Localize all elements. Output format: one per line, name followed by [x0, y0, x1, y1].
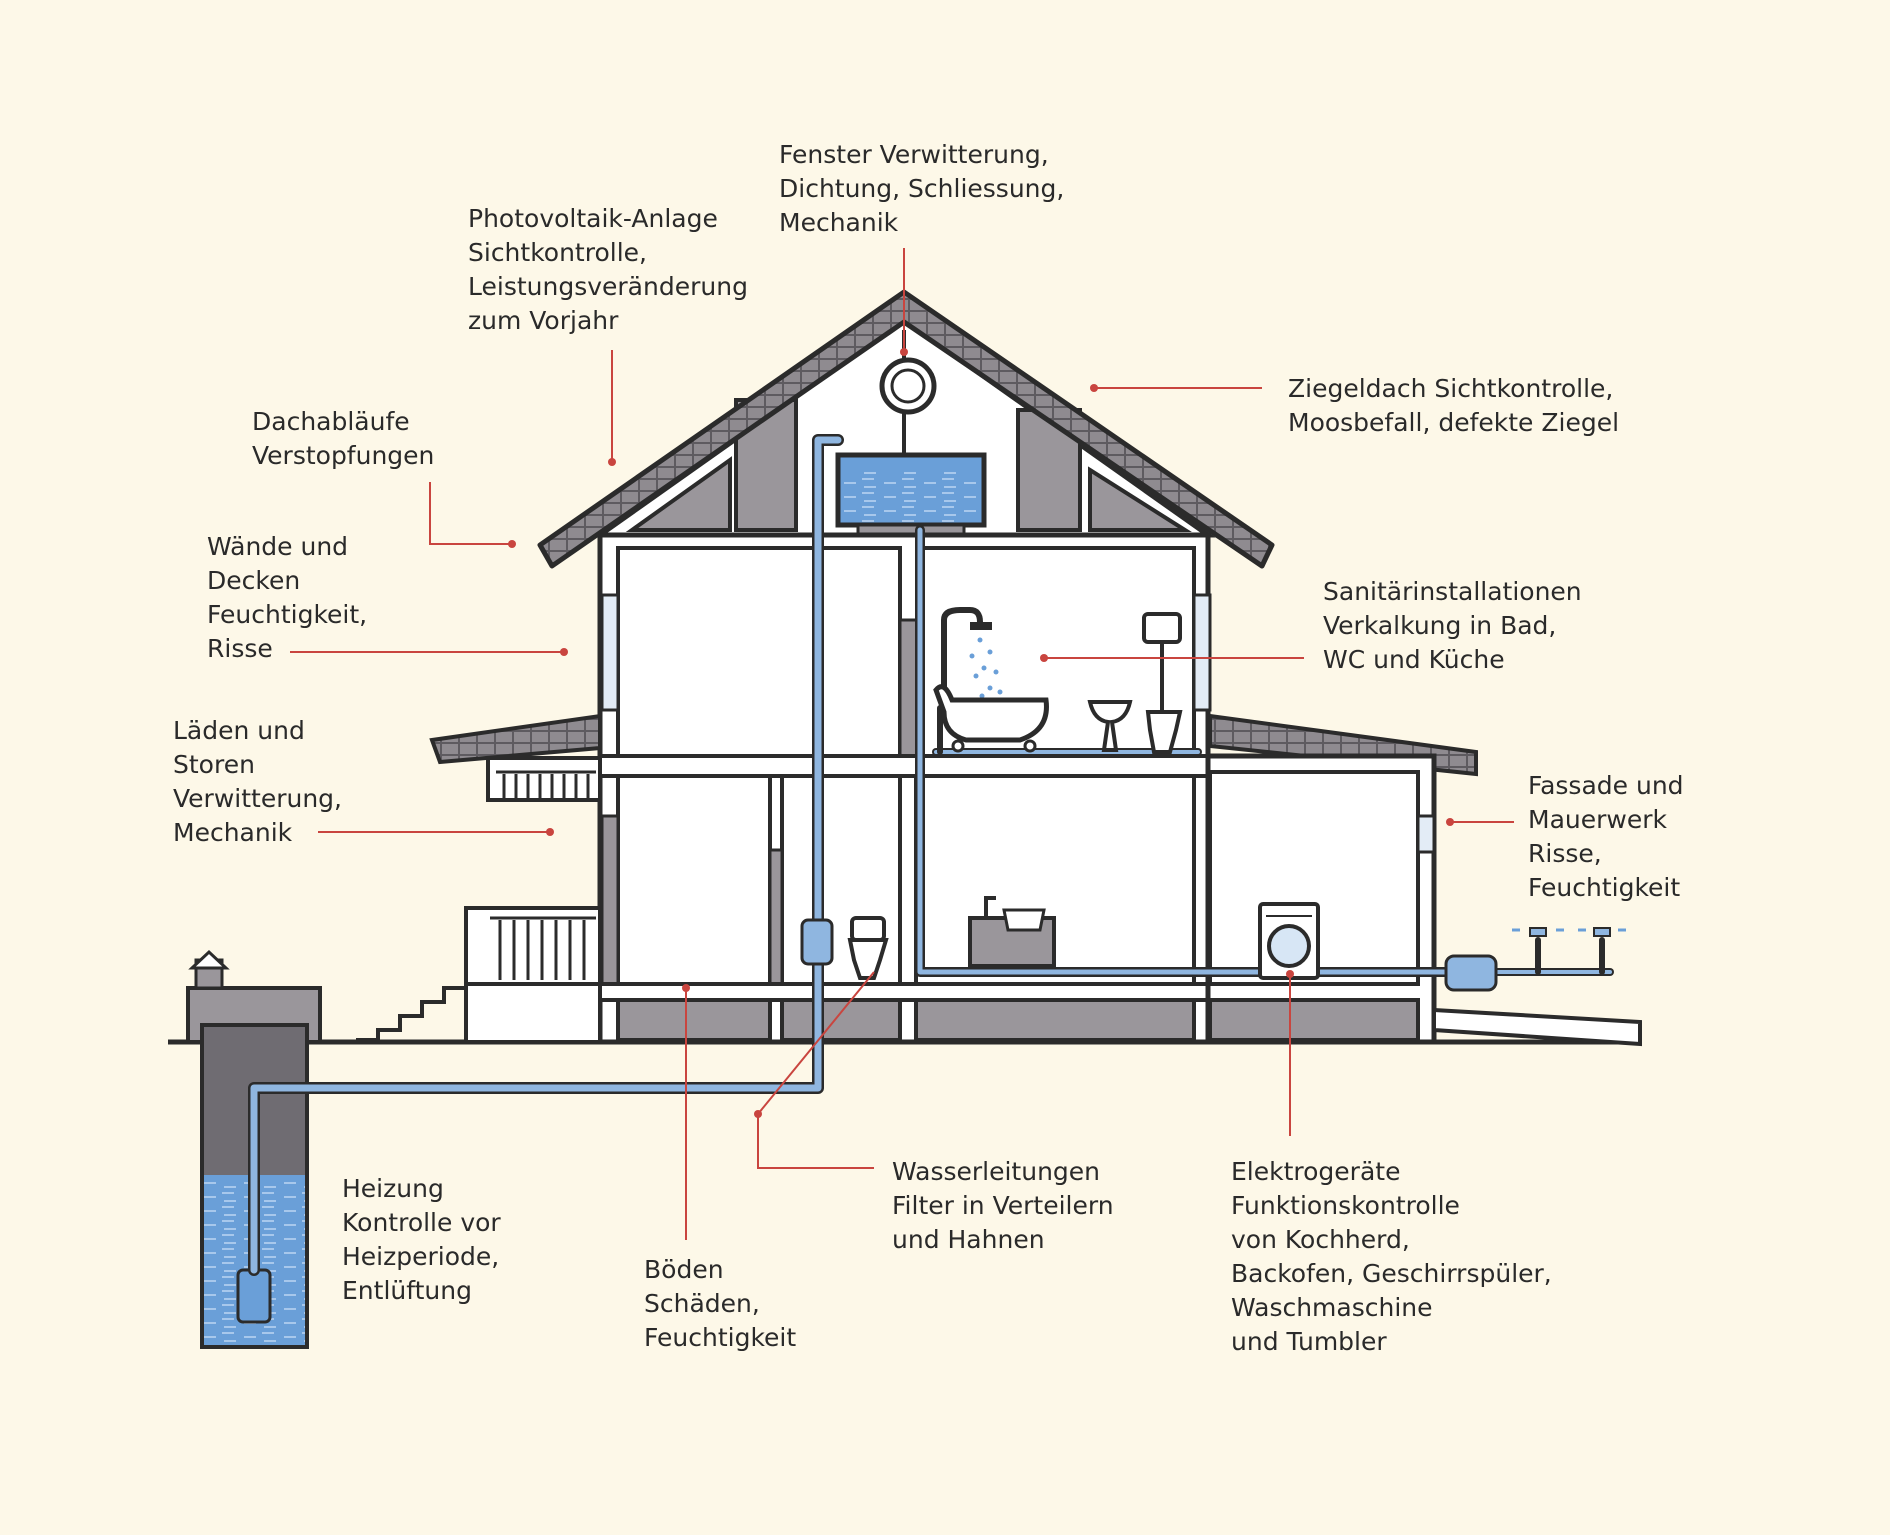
lower-balcony-rail: [490, 916, 596, 980]
upper-window-left: [600, 593, 620, 712]
ground-room-1: [616, 774, 772, 986]
entrance-steps: [356, 986, 466, 1042]
house-body: [597, 532, 1212, 1045]
pressure-tank: [1444, 954, 1498, 992]
foundation-block-3: [914, 998, 1196, 1042]
callout-fassade: Fassade und Mauerwerk Risse, Feuchtigkei…: [1528, 771, 1684, 902]
well-pump: [236, 1268, 272, 1324]
round-attic-window: [879, 357, 937, 415]
upper-balcony-rail: [496, 770, 596, 798]
foundation-block-1: [616, 998, 772, 1042]
callout-dachablaeufe: Dachabläufe Verstopfungen: [252, 407, 435, 470]
callout-heizung: Heizung Kontrolle vor Heizperiode, Entlü…: [342, 1174, 501, 1305]
callout-fenster: Fenster Verwitterung, Dichtung, Schliess…: [779, 140, 1065, 237]
callout-ziegeldach: Ziegeldach Sichtkontrolle, Moosbefall, d…: [1288, 374, 1620, 437]
leader-dots: [508, 348, 1454, 1118]
ground-toilet: [847, 916, 889, 980]
right-annex: [1205, 713, 1642, 1047]
callout-elektrogeraete: Elektrogeräte Funktionskontrolle von Koc…: [1231, 1157, 1552, 1356]
filter-unit: [800, 918, 834, 966]
callout-photovoltaik: Photovoltaik-Anlage Sichtkontrolle, Leis…: [468, 204, 748, 335]
foundation-slab: [598, 982, 1210, 1002]
kitchen-sink-cabinet: [968, 896, 1056, 968]
callout-laeden: Läden und Storen Verwitterung, Mechanik: [173, 716, 342, 847]
bathtub-shower: [933, 607, 1049, 753]
attic-shade-left: [625, 456, 732, 532]
callout-waende: Wände und Decken Feuchtigkeit, Risse: [207, 532, 368, 663]
garden-sprinklers: [1512, 927, 1626, 937]
floor-slab-upper: [598, 754, 1210, 778]
bathroom-toilet: [1142, 612, 1183, 754]
right-annex-foundation: [1208, 998, 1420, 1042]
left-annex: [356, 713, 602, 1044]
attic-shade-right-2: [1088, 466, 1192, 532]
callout-wasserleitungen: Wasserleitungen Filter in Verteilern und…: [892, 1157, 1114, 1254]
callout-boeden: Böden Schäden, Feuchtigkeit: [644, 1255, 797, 1352]
upper-room-left: [616, 546, 902, 758]
washing-machine: [1258, 902, 1320, 980]
ground-wall-shade-mid: [768, 848, 784, 986]
foundation-block-2: [780, 998, 902, 1042]
drain-pipe-outlet: [1432, 1007, 1642, 1047]
upper-window-right: [1192, 593, 1212, 712]
attic-water-tank: [835, 452, 987, 537]
leader-lines: [290, 248, 1514, 1240]
ground-wall-shade-left: [600, 814, 620, 986]
right-annex-window: [1416, 814, 1436, 854]
callout-sanitaer: Sanitärinstallationen Verkalkung in Bad,…: [1323, 577, 1582, 674]
bathroom-sink: [1087, 700, 1133, 752]
